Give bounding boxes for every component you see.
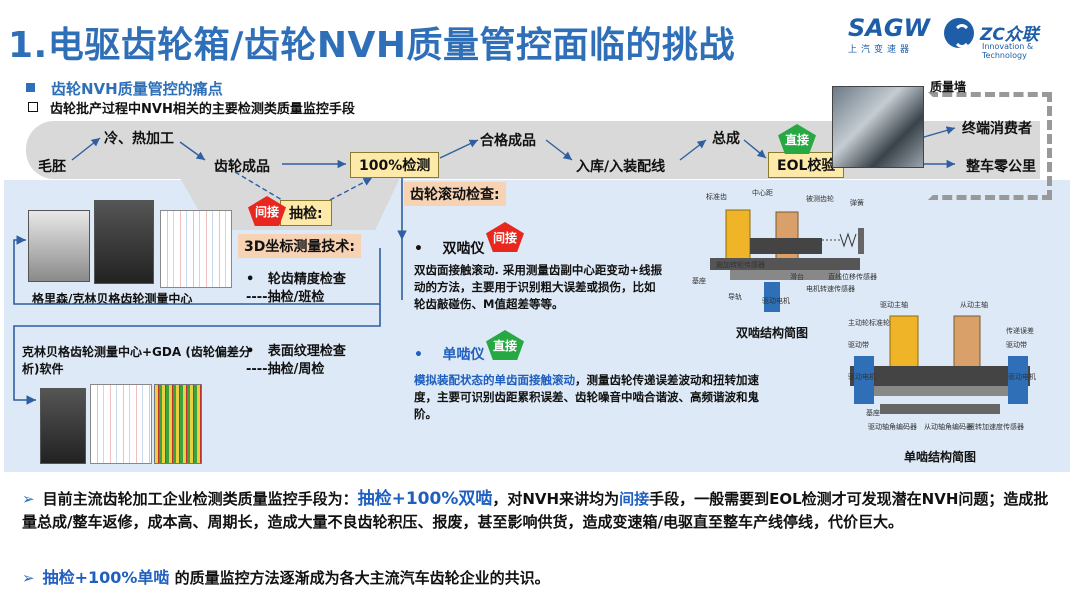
cmm-item-accuracy-freq: ----抽检/班检 bbox=[246, 290, 325, 305]
single-flank-desc: 模拟装配状态的单齿面接触滚动，测量齿轮传递误差波动和扭转加速度，主要可识别齿距累… bbox=[414, 372, 764, 423]
single-flank-title-text: 单啮仪 bbox=[442, 347, 485, 363]
double-diagram-label-7: 直线位移传感器 bbox=[828, 273, 877, 281]
section-heading: 齿轮NVH质量管控的痛点 bbox=[26, 78, 223, 99]
double-diagram-label-2: 被测齿轮 bbox=[806, 195, 834, 203]
double-flank-diagram bbox=[690, 188, 880, 316]
single-diagram-label-9: 驱动轴角编码器 bbox=[868, 423, 917, 431]
double-flank-title-text: 双啮仪 bbox=[442, 241, 485, 257]
cmm-item-texture-text: 表面纹理检查 bbox=[267, 344, 346, 359]
sagw-logo: SAGW bbox=[848, 14, 931, 42]
cmm-software-caption: 克林贝格齿轮测量中心+GDA (齿轮偏差分析)软件 bbox=[22, 345, 251, 376]
cmm-software-machine-image bbox=[40, 388, 86, 464]
zc-logo: ZC众联 bbox=[980, 25, 1039, 45]
flow-gear-product: 齿轮成品 bbox=[214, 159, 270, 175]
sampling-box: 抽检: bbox=[280, 200, 332, 226]
measurement-report-image bbox=[160, 210, 232, 288]
double-diagram-label-9: 电机转速传感器 bbox=[806, 285, 855, 293]
flow-zero-km: 整车零公里 bbox=[966, 159, 1036, 175]
cmm-item-accuracy: • 轮齿精度检查 bbox=[246, 272, 346, 287]
rolling-heading: 齿轮滚动检查: bbox=[404, 182, 506, 206]
zc-logo-subtitle: Innovation & Technology bbox=[982, 42, 1034, 60]
footer-text-1a: 目前主流齿轮加工企业检测类质量监控手段为： bbox=[42, 490, 358, 508]
flow-heat-processing: 冷、热加工 bbox=[104, 131, 174, 147]
cmm-item-texture: • 表面纹理检查 bbox=[246, 344, 346, 359]
cmm-item-texture-freq: ----抽检/周检 bbox=[246, 362, 325, 377]
single-flank-diagram bbox=[840, 296, 1040, 438]
double-diagram-label-1: 中心距 bbox=[752, 189, 773, 197]
double-diagram-label-3: 弹簧 bbox=[850, 199, 864, 207]
footer-highlight-indirect: 间接 bbox=[619, 490, 650, 508]
cmm-heading: 3D坐标测量技术: bbox=[238, 234, 361, 258]
quality-wall bbox=[928, 92, 1052, 200]
quality-wall-label: 质量墙 bbox=[930, 80, 967, 94]
double-flank-desc: 双齿面接触滚动. 采用测量齿副中心距变动+线振动的方法，主要用于识别粗大误差或损… bbox=[414, 263, 663, 311]
footer-paragraph-2: ➢ 抽检+100%单啮 的质量监控方法逐渐成为各大主流汽车齿轮企业的共识。 bbox=[22, 566, 1062, 590]
double-diagram-label-0: 标准齿 bbox=[706, 193, 727, 201]
single-diagram-label-1: 主动轮标准轮 bbox=[848, 319, 890, 327]
single-diagram-label-2: 驱动带 bbox=[848, 341, 869, 349]
arrow-bullet-icon: ➢ bbox=[22, 490, 35, 508]
single-diagram-label-0: 驱动主轴 bbox=[880, 301, 908, 309]
single-diagram-label-7: 驱动电机 bbox=[1008, 373, 1036, 381]
single-diagram-label-10: 从动轴角编码器 bbox=[924, 423, 973, 431]
footer-text-2b: 的质量监控方法逐渐成为各大主流汽车齿轮企业的共识。 bbox=[169, 569, 550, 587]
single-flank-title: • 单啮仪 bbox=[414, 347, 485, 363]
cmm-machine-caption: 格里森/克林贝格齿轮测量中心 bbox=[32, 292, 193, 306]
footer-highlight-2: 抽检+100%单啮 bbox=[42, 568, 170, 587]
single-diagram-caption: 单啮结构简图 bbox=[904, 450, 977, 464]
flow-warehouse: 入库/入装配线 bbox=[576, 159, 666, 175]
flow-assembly: 总成 bbox=[712, 131, 740, 147]
footer-highlight-1: 抽检+100%双啮 bbox=[357, 489, 493, 509]
single-flank-desc-highlight: 模拟装配状态的单齿面接触滚动 bbox=[414, 373, 575, 387]
double-diagram-label-8: 驱动电机 bbox=[762, 297, 790, 305]
arrow-bullet-icon-2: ➢ bbox=[22, 569, 35, 587]
sub-heading-text: 齿轮批产过程中NVH相关的主要检测类质量监控手段 bbox=[50, 102, 355, 117]
double-flank-title: • 双啮仪 bbox=[414, 241, 485, 257]
bullet-square-icon bbox=[26, 83, 35, 92]
single-diagram-label-4: 传递误差 bbox=[1006, 327, 1034, 335]
eol-test-bench-photo bbox=[832, 86, 924, 168]
klingelnberg-machine-image bbox=[94, 200, 154, 284]
checkbox-bullet-icon bbox=[28, 102, 38, 112]
double-diagram-label-10: 施加转矩传感器 bbox=[716, 261, 765, 269]
page-title: 1.电驱齿轮箱/齿轮NVH质量管控面临的挑战 bbox=[8, 25, 735, 66]
cmm-item-accuracy-text: 轮齿精度检查 bbox=[267, 272, 346, 287]
single-flank-desc-rest: ，测量齿轮传递误差波动和扭转加速度，主要可识别齿距累积误差、齿轮噪音中啮合谐波、… bbox=[414, 373, 759, 421]
gleason-machine-image bbox=[28, 210, 90, 282]
double-diagram-label-4: 基座 bbox=[692, 277, 706, 285]
single-diagram-label-3: 从动主轴 bbox=[960, 301, 988, 309]
flow-consumer: 终端消费者 bbox=[962, 121, 1032, 137]
flow-full-inspection: 100%检测 bbox=[350, 152, 440, 178]
sagw-logo-subtitle: 上汽变速器 bbox=[848, 45, 914, 55]
cmm-connectors bbox=[13, 235, 381, 405]
flow-qualified: 合格成品 bbox=[480, 133, 536, 149]
section-heading-text: 齿轮NVH质量管控的痛点 bbox=[51, 80, 223, 98]
sub-heading: 齿轮批产过程中NVH相关的主要检测类质量监控手段 bbox=[28, 98, 355, 117]
gda-heatmap-image bbox=[154, 384, 202, 464]
footer-paragraph-1: ➢ 目前主流齿轮加工企业检测类质量监控手段为：抽检+100%双啮，对NVH来讲均为… bbox=[22, 488, 1062, 534]
flow-blank: 毛胚 bbox=[38, 159, 66, 175]
double-diagram-caption: 双啮结构简图 bbox=[736, 326, 809, 340]
footer-text-1b: ，对NVH来讲均为 bbox=[492, 490, 620, 508]
double-diagram-label-5: 导轨 bbox=[728, 293, 742, 301]
logo-mark-icon bbox=[944, 18, 974, 48]
gda-report-image-1 bbox=[90, 384, 152, 464]
single-diagram-label-6: 驱动电机 bbox=[848, 373, 876, 381]
footer-text-1c: 手段，一般需要到EOL检测才可发现潜在NVH问题；造成批量总成/整车返修，成本高… bbox=[22, 490, 1049, 531]
single-diagram-label-11: 扭转加速度传感器 bbox=[968, 423, 1024, 431]
single-diagram-label-5: 驱动带 bbox=[1006, 341, 1027, 349]
double-diagram-label-6: 滑台 bbox=[790, 273, 804, 281]
single-diagram-label-8: 基座 bbox=[866, 409, 880, 417]
